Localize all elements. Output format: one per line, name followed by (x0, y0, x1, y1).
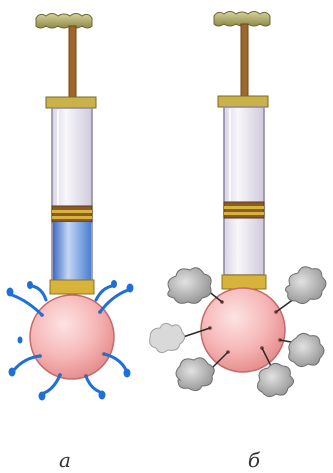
barrel-cap (218, 96, 268, 107)
neck-ring (50, 280, 94, 294)
caption-a: а (45, 448, 85, 472)
ball (30, 295, 114, 379)
syringe-with-water-ball-icon (7, 14, 134, 401)
ball (201, 288, 285, 372)
water-column (53, 222, 91, 280)
syringe-with-smoke-ball-icon (150, 12, 326, 397)
piston (224, 202, 264, 218)
smoke-puff-left (150, 323, 185, 352)
plunger-handle (36, 14, 92, 29)
caption-b: б (234, 448, 274, 472)
piston (52, 206, 92, 222)
barrel-cap (46, 97, 96, 108)
neck-ring (222, 275, 266, 289)
